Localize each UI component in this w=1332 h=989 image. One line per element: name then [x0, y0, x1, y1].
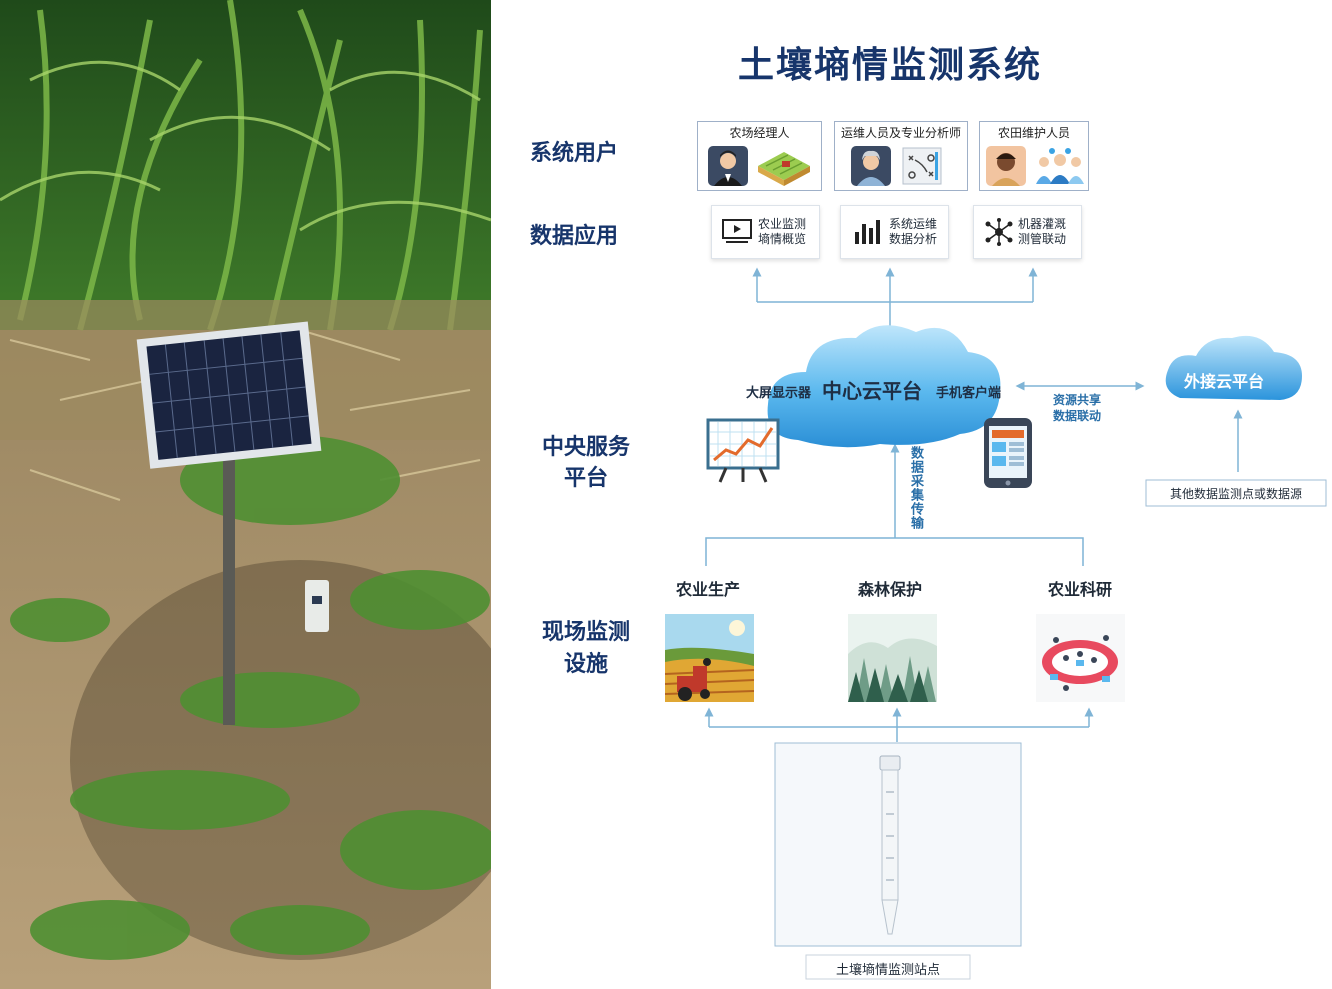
worker-avatar-icon: [986, 146, 1026, 186]
field-photo: [0, 0, 491, 989]
page-title: 土壤墒情监测系统: [738, 45, 1043, 86]
analyst-avatar-icon: [851, 146, 891, 186]
role-card-ops-analyst: 运维人员及专业分析师: [834, 121, 968, 191]
role-label: 运维人员及专业分析师: [840, 126, 961, 140]
cloud-label-big-screen: 大屏显示器: [746, 386, 812, 401]
transmission-label: 数据采集传输: [908, 446, 923, 530]
cloud-label-center: 中心云平台: [822, 379, 922, 403]
share-label-line1: 资源共享: [1053, 393, 1102, 407]
network-hub-icon: [985, 218, 1013, 246]
external-cloud-shape: [1165, 335, 1302, 400]
cloud-label-mobile: 手机客户端: [936, 386, 1002, 401]
strategy-board-icon: [902, 147, 942, 185]
section-label-users: 系统用户: [530, 141, 619, 166]
app-label-line1: 农业监测: [758, 217, 807, 231]
field-photo-illustration: [0, 0, 491, 989]
app-card-irrigation-linkage[interactable]: 机器灌溉 测管联动: [973, 205, 1082, 259]
app-label-line2: 测管联动: [1018, 232, 1067, 246]
role-label: 农田维护人员: [997, 126, 1070, 140]
category-label-agri-production: 农业生产: [676, 580, 741, 599]
farm-field-icon: [758, 152, 810, 186]
central-cloud-shape: [767, 325, 1001, 448]
app-label-line2: 数据分析: [889, 232, 938, 246]
external-source-label: 其他数据监测点或数据源: [1169, 487, 1302, 501]
role-card-field-maintainer: 农田维护人员: [979, 121, 1089, 191]
team-users-icon: [1036, 148, 1084, 184]
share-label-line2: 数据联动: [1053, 409, 1102, 423]
app-label-line2: 墒情概览: [758, 232, 807, 246]
role-card-farm-manager: 农场经理人: [697, 121, 822, 191]
big-screen-chart-icon: [706, 418, 780, 483]
role-label: 农场经理人: [729, 126, 790, 140]
section-label-apps: 数据应用: [530, 224, 619, 249]
manager-avatar-icon: [708, 146, 748, 186]
soil-moisture-probe-icon: [879, 755, 901, 935]
section-label-field-1: 现场监测: [541, 620, 630, 645]
station-label: 土壤墒情监测站点: [835, 963, 940, 978]
category-label-forest-protection: 森林保护: [858, 580, 923, 599]
external-cloud-label: 外接云平台: [1184, 372, 1265, 391]
app-card-ops-analysis[interactable]: 系统运维 数据分析: [840, 205, 949, 259]
agri-research-image: [1036, 614, 1125, 702]
section-label-central-1: 中央服务: [541, 435, 630, 460]
bar-chart-icon: [855, 220, 880, 244]
section-label-field-2: 设施: [563, 652, 608, 677]
app-label-line1: 系统运维: [889, 217, 938, 231]
category-label-agri-research: 农业科研: [1048, 580, 1113, 599]
mobile-phone-icon: [984, 418, 1032, 488]
section-label-central-2: 平台: [563, 466, 608, 491]
app-card-agri-monitoring[interactable]: 农业监测 墒情概览: [711, 205, 820, 259]
app-label-line1: 机器灌溉: [1018, 217, 1067, 231]
agri-production-image: [665, 614, 754, 702]
monitor-play-icon: [722, 219, 752, 243]
forest-protection-image: [848, 614, 937, 702]
